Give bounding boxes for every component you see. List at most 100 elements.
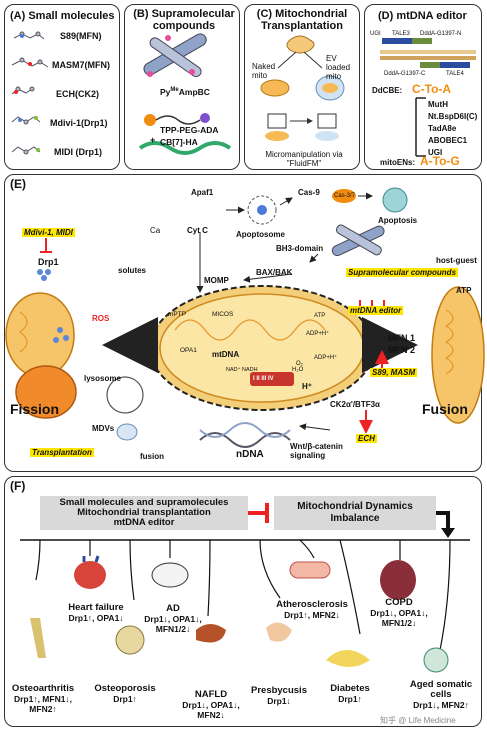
molecule-ech: ECH(CK2) xyxy=(56,89,100,99)
imbalance-box xyxy=(274,496,436,530)
disease-markers: Drp1↓, OPA1↓, MFN1/2↓ xyxy=(370,608,428,628)
disease-name: AD xyxy=(166,603,180,614)
momp-label: MOMP xyxy=(204,276,229,285)
o2-label: O₂ xyxy=(296,361,303,367)
atp-label: ATP xyxy=(314,313,326,319)
apoptosis-label: Apoptosis xyxy=(378,216,418,225)
mtdna-label: mtDNA xyxy=(212,350,240,359)
disease-markers: Drp1↓, MFN2↑ xyxy=(413,700,469,710)
cas37-label: Cas-3/7 xyxy=(334,193,356,199)
therapy-line-2: Mitochondrial transplantation xyxy=(77,507,211,518)
ddcbe-label: DdCBE: xyxy=(372,86,403,95)
transplantation-label: Transplantation xyxy=(30,448,94,457)
atp-right-label: ATP xyxy=(456,286,472,295)
panel-b-title: (B) Supramolecular compounds xyxy=(133,8,235,32)
mfn1-label: MFN 1 xyxy=(388,333,415,343)
mptp-label: mPTP xyxy=(168,311,187,318)
disease-heart-failure: Heart failure Drp1↑, OPA1↓ xyxy=(56,602,136,624)
lysosome-label: lysosome xyxy=(84,374,121,383)
disease-name: Diabetes xyxy=(330,683,370,694)
s89masm-label: S89, MASM xyxy=(370,368,418,377)
py-label: PyMeAmpBC xyxy=(160,86,210,97)
disease-ad: AD Drp1↓, OPA1↓, MFN1/2↓ xyxy=(140,603,206,635)
disease-markers: Drp1↓, OPA1↓, MFN2↓ xyxy=(182,700,240,720)
mdvs-label: MDVs xyxy=(92,424,115,433)
fusion-small-label: fusion xyxy=(140,452,164,461)
baxbak-label: BAX/BAK xyxy=(256,268,293,277)
disease-markers: Drp1↑, MFN1↓, MFN2↑ xyxy=(13,694,73,714)
disease-markers: Drp1↓, OPA1↓, MFN1/2↓ xyxy=(144,614,202,634)
naked-mito-label: Naked mito xyxy=(252,62,276,80)
disease-name: Osteoporosis xyxy=(94,683,156,694)
disease-name: Atherosclerosis xyxy=(276,599,348,610)
panel-d xyxy=(364,4,482,170)
mfn2-label: MFN 2 xyxy=(388,345,415,355)
ndna-label: nDNA xyxy=(236,449,264,460)
imbalance-line-2: Imbalance xyxy=(330,513,380,524)
disease-markers: Drp1↑ xyxy=(113,694,137,704)
disease-name: Presbycusis xyxy=(251,685,307,696)
host-guest-label: host-guest xyxy=(436,256,477,265)
panel-f-title: (F) xyxy=(10,479,26,493)
disease-name: COPD xyxy=(385,597,413,608)
ddda-c-tag: DddA-G1397-C xyxy=(384,71,426,77)
adp1-label: ADP+H⁺ xyxy=(306,331,330,337)
panel-a-title: (A) Small molecules xyxy=(10,10,115,22)
molecule-s89: S89(MFN) xyxy=(60,31,102,41)
drp1-label: Drp1 xyxy=(38,257,59,267)
nadh-label: NAD⁺ NADH xyxy=(226,367,258,373)
molecule-mdivi: Mdivi-1(Drp1) xyxy=(50,118,108,128)
tale3-tag: TALE3 xyxy=(392,31,410,37)
disease-nafld: NAFLD Drp1↓, OPA1↓, MFN2↓ xyxy=(176,689,246,721)
fission-label: Fission xyxy=(10,401,60,417)
disease-osteoporosis: Osteoporosis Drp1↑ xyxy=(90,683,160,705)
disease-markers: Drp1↑ xyxy=(338,694,362,704)
bh3-label: BH3-domain xyxy=(276,244,324,253)
disease-atherosclerosis: Atherosclerosis Drp1↑, MFN2↓ xyxy=(272,599,352,621)
h2o-label: H₂O xyxy=(292,367,304,373)
disease-name: NAFLD xyxy=(194,689,228,700)
panel-e-title: (E) xyxy=(10,177,26,191)
adp2-label: ADP+H⁺ xyxy=(314,355,338,361)
disease-copd: COPD Drp1↓, OPA1↓, MFN1/2↓ xyxy=(366,597,432,629)
mtdna-editor-label: mtDNA editor xyxy=(348,306,404,315)
disease-markers: Drp1↓ xyxy=(267,696,291,706)
panel-c-title: (C) Mitochondrial Transplantation xyxy=(256,8,348,32)
disease-name: Heart failure xyxy=(68,602,124,613)
panel-d-title: (D) mtDNA editor xyxy=(378,10,467,22)
micos-label: MICOS xyxy=(212,311,234,318)
tpp-peg-ada-label: TPP-PEG-ADA xyxy=(160,125,219,135)
wnt-label: Wnt/β-catenin signaling xyxy=(290,442,343,460)
imbalance-line-1: Mitochondrial Dynamics xyxy=(297,501,413,512)
ros-label: ROS xyxy=(92,314,110,323)
watermark: 知乎 @ Life Medicine xyxy=(380,716,456,725)
hplus-label: H⁺ xyxy=(302,382,312,391)
molecule-masm7: MASM7(MFN) xyxy=(52,60,110,70)
ddda-n-tag: DddA-G1397-N xyxy=(420,31,462,37)
complexes-label: I II III IV xyxy=(253,376,274,382)
molecule-midi: MIDI (Drp1) xyxy=(54,147,102,157)
therapies-box xyxy=(40,496,248,530)
ev-loaded-mito-label: EV loaded mito xyxy=(326,54,351,81)
fusion-label: Fusion xyxy=(422,401,468,417)
solutes-label: solutes xyxy=(118,266,147,275)
supra-label: Supramolecular compounds xyxy=(346,268,459,277)
disease-aged-cells: Aged somatic cells Drp1↓, MFN2↑ xyxy=(404,680,478,711)
apoptosome-label: Apoptosome xyxy=(236,230,285,239)
mitoens-label: mitoENs: xyxy=(380,158,416,167)
ugi-tag: UGI xyxy=(370,31,381,37)
enzyme-mutH: MutH xyxy=(428,100,448,109)
disease-osteoarthritis: Osteoarthritis Drp1↑, MFN1↓, MFN2↑ xyxy=(6,684,80,715)
disease-markers: Drp1↑, MFN2↓ xyxy=(284,610,340,620)
therapy-line-3: mtDNA editor xyxy=(113,517,175,528)
disease-presbycusis: Presbycusis Drp1↓ xyxy=(246,685,312,707)
opa1-label: OPA1 xyxy=(180,347,197,354)
c-to-a-label: C-To-A xyxy=(412,82,452,96)
cytc-label: Cyt C xyxy=(187,226,208,235)
